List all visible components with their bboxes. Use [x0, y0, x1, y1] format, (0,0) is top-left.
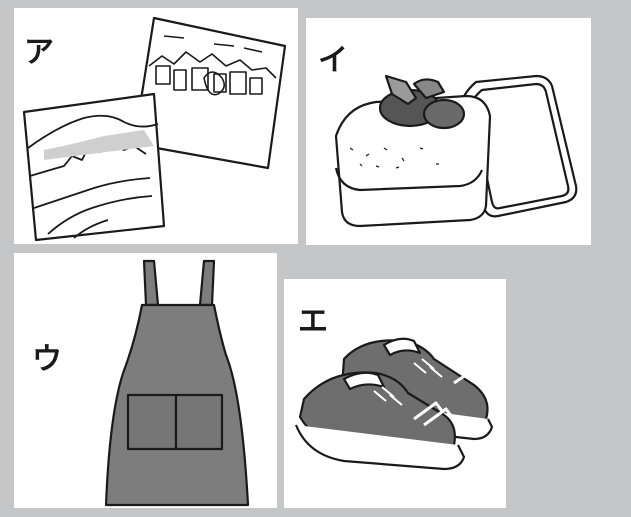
panel-i: イ — [306, 18, 591, 245]
panel-label-a: ア — [24, 35, 54, 70]
panel-label-e: エ — [298, 304, 328, 339]
sneakers-icon — [294, 337, 494, 471]
lunch-box-icon — [334, 74, 578, 228]
panel-e: エ — [284, 279, 506, 508]
photographs-icon — [22, 16, 287, 242]
panel-a: ア — [14, 8, 298, 244]
panel-label-i: イ — [318, 43, 348, 78]
apron-icon — [104, 259, 250, 507]
panel-u: ウ — [14, 253, 277, 508]
panel-label-u: ウ — [32, 342, 62, 377]
